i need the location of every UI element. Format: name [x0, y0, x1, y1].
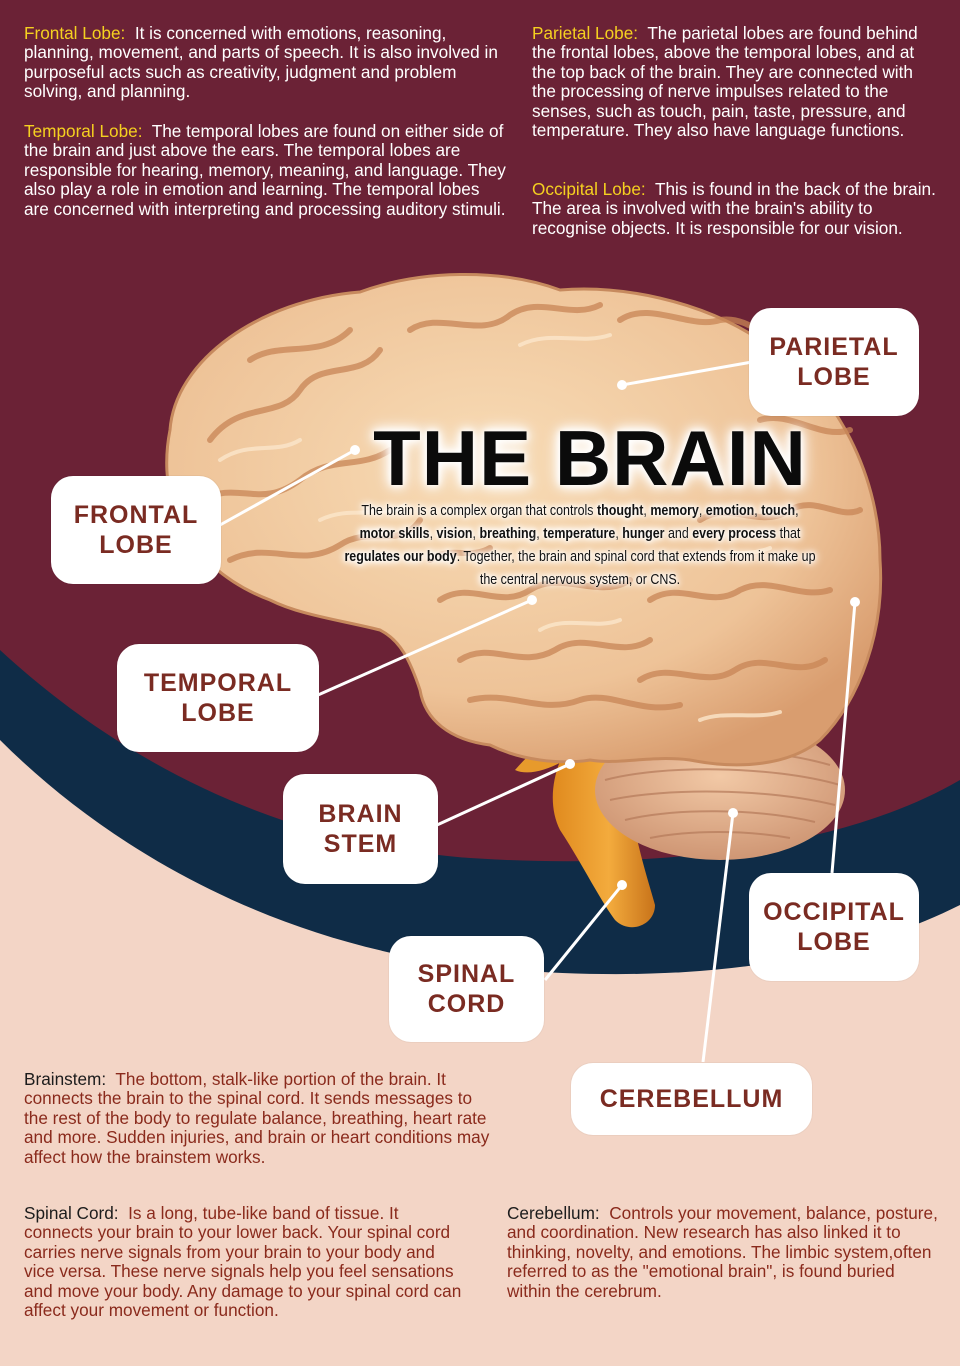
intro-part: and	[664, 526, 693, 542]
cerebellum-heading: Cerebellum:	[507, 1203, 600, 1223]
intro-keyword: breathing	[479, 526, 537, 542]
spinal-cord-shape	[552, 735, 655, 928]
frontal-dot	[350, 445, 360, 455]
page-title: THE BRAIN	[373, 414, 807, 502]
spinal-leader	[543, 884, 624, 981]
intro-keyword: thought	[597, 503, 644, 519]
intro-part: . Together, the brain and spinal cord th…	[456, 549, 816, 588]
cerebrum-shape	[165, 272, 883, 767]
parietal-leader	[621, 360, 753, 387]
intro-part: ,	[754, 503, 762, 519]
temporal-description: Temporal Lobe: The temporal lobes are fo…	[24, 121, 508, 219]
intro-keyword: touch	[761, 503, 796, 519]
brainstem-label-line2: STEM	[323, 830, 398, 858]
spinal-dot	[617, 880, 627, 890]
intro-keyword: motor skills	[359, 526, 430, 542]
cerebellum-leader	[701, 812, 735, 1063]
intro-keyword: regulates our body	[344, 549, 457, 565]
temporal-label-line2: LOBE	[181, 699, 255, 727]
intro-part: ,	[615, 526, 623, 542]
brain-gyri	[197, 302, 863, 711]
intro-keyword: memory	[650, 503, 699, 519]
intro-keyword: temperature	[543, 526, 616, 542]
temporal-heading: Temporal Lobe:	[24, 121, 143, 141]
intro-part: ,	[472, 526, 480, 542]
intro-part: ,	[429, 526, 437, 542]
parietal-description: Parietal Lobe: The parietal lobes are fo…	[532, 23, 940, 141]
frontal-label-line2: LOBE	[99, 531, 173, 559]
cerebellum-description: Cerebellum: Controls your movement, bala…	[507, 1203, 943, 1301]
occipital-label-line1: OCCIPITAL	[763, 898, 905, 926]
frontal-leader	[219, 448, 356, 527]
parietal-heading: Parietal Lobe:	[532, 23, 639, 43]
intro-part: ,	[698, 503, 706, 519]
frontal-heading: Frontal Lobe:	[24, 23, 126, 43]
intro-part: that	[776, 526, 801, 542]
frontal-description: Frontal Lobe: It is concerned with emoti…	[24, 23, 508, 102]
intro-part: ,	[536, 526, 544, 542]
intro-part: The brain is a complex organ that contro…	[361, 503, 598, 519]
intro-text: The brain is a complex organ that contro…	[344, 500, 817, 592]
cerebellum-label: CEREBELLUM	[571, 1063, 812, 1135]
intro-keyword: hunger	[622, 526, 665, 542]
brain-highlights	[218, 333, 782, 722]
occipital-leader	[830, 601, 857, 874]
occipital-dot	[850, 597, 860, 607]
brainstem-text: The bottom, stalk-like portion of the br…	[24, 1069, 490, 1167]
temporal-leader	[317, 598, 533, 697]
cerebellum-dot	[728, 808, 738, 818]
temporal-label-line1: TEMPORAL	[143, 669, 293, 697]
cerebellum-text: Controls your movement, balance, posture…	[507, 1203, 938, 1301]
leader-lines	[219, 360, 857, 1063]
frontal-text: It is concerned with emotions, reasoning…	[24, 23, 498, 102]
leader-dots	[350, 380, 860, 890]
frontal-label-line1: FRONTAL	[73, 501, 199, 529]
parietal-text: The parietal lobes are found behind the …	[532, 23, 918, 141]
parietal-label-line1: PARIETAL	[769, 333, 899, 361]
brainstem-heading: Brainstem:	[24, 1069, 107, 1089]
parietal-dot	[617, 380, 627, 390]
occipital-text: This is found in the back of the brain. …	[532, 179, 936, 238]
temporal-dot	[527, 595, 537, 605]
spinal-text: Is a long, tube-like band of tissue. It …	[24, 1203, 462, 1321]
intro-keyword: vision	[436, 526, 473, 542]
parietal-label-line2: LOBE	[797, 363, 871, 391]
intro-part: ,	[643, 503, 651, 519]
intro-keyword: emotion	[705, 503, 755, 519]
spinal-label-line1: SPINAL	[417, 960, 516, 988]
brainstem-description: Brainstem: The bottom, stalk-like portio…	[24, 1069, 494, 1167]
brainstem-dot	[565, 759, 575, 769]
spinal-description: Spinal Cord: Is a long, tube-like band o…	[24, 1203, 470, 1321]
cerebellum-label-line1: CEREBELLUM	[599, 1085, 784, 1113]
spinal-heading: Spinal Cord:	[24, 1203, 119, 1223]
occipital-description: Occipital Lobe: This is found in the bac…	[532, 179, 940, 238]
spinal-label-line2: CORD	[427, 990, 506, 1018]
temporal-text: The temporal lobes are found on either s…	[24, 121, 506, 219]
brainstem-leader	[436, 762, 571, 827]
occipital-heading: Occipital Lobe:	[532, 179, 646, 199]
intro-keyword: every process	[692, 526, 777, 542]
occipital-label-line2: LOBE	[797, 928, 871, 956]
intro-part: ,	[795, 503, 799, 519]
brainstem-label-line1: BRAIN	[318, 800, 403, 828]
